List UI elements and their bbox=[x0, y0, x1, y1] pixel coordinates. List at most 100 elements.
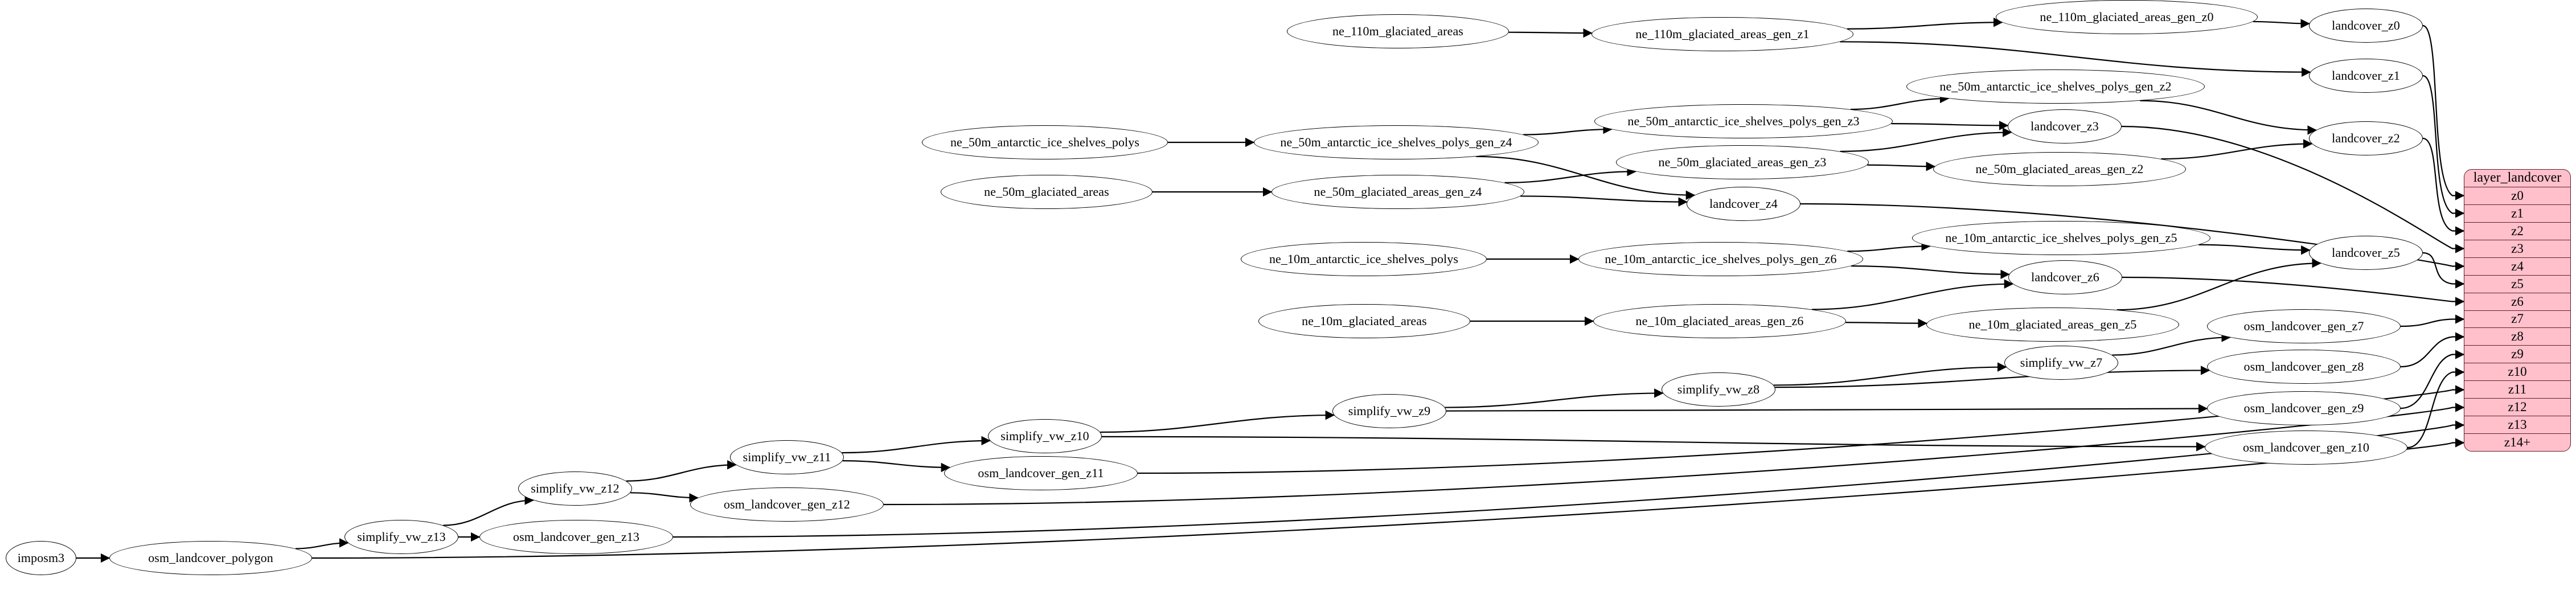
record-row-z6[interactable]: z6 bbox=[2464, 293, 2570, 311]
node-label: landcover_z2 bbox=[2332, 131, 2400, 145]
graph-node-ne_50m_antarctic_ice_shelves_polys_gen_z2[interactable]: ne_50m_antarctic_ice_shelves_polys_gen_z… bbox=[1906, 69, 2205, 104]
graph-node-ne_50m_antarctic_ice_shelves_polys_gen_z3[interactable]: ne_50m_antarctic_ice_shelves_polys_gen_z… bbox=[1594, 104, 1893, 138]
node-label: osm_landcover_gen_z11 bbox=[978, 466, 1104, 480]
edge-ne_50m_antarctic_ice_shelves_polys_gen_z4--to--ne_50m_antarctic_ice_shelves_polys_gen_z3 bbox=[1523, 124, 1613, 136]
graph-node-ne_10m_antarctic_ice_shelves_polys_gen_z6[interactable]: ne_10m_antarctic_ice_shelves_polys_gen_z… bbox=[1578, 242, 1863, 276]
graph-node-simplify_vw_z7[interactable]: simplify_vw_z7 bbox=[2004, 346, 2118, 380]
graph-node-osm_landcover_gen_z13[interactable]: osm_landcover_gen_z13 bbox=[479, 520, 673, 554]
graph-node-osm_landcover_gen_z12[interactable]: osm_landcover_gen_z12 bbox=[690, 487, 884, 522]
graph-node-landcover_z5[interactable]: landcover_z5 bbox=[2309, 236, 2423, 270]
node-label: ne_10m_glaciated_areas_gen_z5 bbox=[1968, 317, 2137, 331]
graph-node-simplify_vw_z13[interactable]: simplify_vw_z13 bbox=[344, 520, 458, 554]
record-row-z4[interactable]: z4 bbox=[2464, 258, 2570, 276]
graph-node-osm_landcover_gen_z10[interactable]: osm_landcover_gen_z10 bbox=[2205, 430, 2407, 465]
graph-node-landcover_z6[interactable]: landcover_z6 bbox=[2008, 260, 2122, 294]
node-label: simplify_vw_z9 bbox=[1348, 404, 1431, 418]
edge-landcover_z6--to--layer_landcover-z6 bbox=[2122, 276, 2465, 306]
graph-node-ne_110m_glaciated_areas_gen_z1[interactable]: ne_110m_glaciated_areas_gen_z1 bbox=[1591, 17, 1853, 51]
node-label: ne_50m_glaciated_areas bbox=[984, 184, 1109, 199]
graph-node-osm_landcover_gen_z8[interactable]: osm_landcover_gen_z8 bbox=[2207, 350, 2401, 384]
edge-simplify_vw_z8--to--osm_landcover_gen_z8 bbox=[1775, 366, 2210, 388]
edge-ne_50m_glaciated_areas_gen_z4--to--ne_50m_glaciated_areas_gen_z3 bbox=[1504, 166, 1637, 183]
node-label: simplify_vw_z11 bbox=[743, 450, 831, 464]
edge-landcover_z5--to--layer_landcover-z5 bbox=[2422, 252, 2465, 289]
record-row-z5[interactable]: z5 bbox=[2464, 276, 2570, 293]
node-label: ne_110m_glaciated_areas bbox=[1332, 24, 1463, 38]
graph-node-imposm3[interactable]: imposm3 bbox=[6, 541, 76, 575]
node-label: landcover_z5 bbox=[2332, 245, 2400, 260]
record-row-z12[interactable]: z12 bbox=[2464, 399, 2570, 417]
graph-node-landcover_z0[interactable]: landcover_z0 bbox=[2309, 9, 2423, 43]
graph-node-ne_10m_antarctic_ice_shelves_polys_gen_z5[interactable]: ne_10m_antarctic_ice_shelves_polys_gen_z… bbox=[1912, 221, 2210, 255]
node-label: landcover_z1 bbox=[2332, 68, 2400, 83]
graph-node-ne_10m_antarctic_ice_shelves_polys[interactable]: ne_10m_antarctic_ice_shelves_polys bbox=[1241, 242, 1487, 276]
edge-osm_landcover_gen_z9--to--layer_landcover-z9 bbox=[2400, 350, 2465, 409]
edge-ne_50m_antarctic_ice_shelves_polys_gen_z3--to--ne_50m_antarctic_ice_shelves_polys_gen_z2 bbox=[1850, 93, 1950, 110]
node-label: osm_landcover_gen_z10 bbox=[2242, 440, 2370, 454]
record-row-z10[interactable]: z10 bbox=[2464, 363, 2570, 382]
node-label: ne_110m_glaciated_areas_gen_z1 bbox=[1635, 27, 1810, 41]
record-row-z8[interactable]: z8 bbox=[2464, 328, 2570, 346]
node-label: ne_50m_antarctic_ice_shelves_polys_gen_z… bbox=[1939, 79, 2172, 93]
node-label: osm_landcover_gen_z9 bbox=[2243, 401, 2364, 415]
graph-node-landcover_z2[interactable]: landcover_z2 bbox=[2309, 121, 2423, 155]
edge-osm_landcover_gen_z13--to--layer_landcover-z13 bbox=[672, 420, 2465, 538]
graph-node-simplify_vw_z10[interactable]: simplify_vw_z10 bbox=[988, 419, 1102, 453]
graph-node-ne_50m_antarctic_ice_shelves_polys[interactable]: ne_50m_antarctic_ice_shelves_polys bbox=[922, 125, 1168, 159]
node-label: ne_50m_glaciated_areas_gen_z4 bbox=[1314, 184, 1482, 199]
node-label: ne_10m_antarctic_ice_shelves_polys_gen_z… bbox=[1605, 252, 1837, 266]
record-row-z2[interactable]: z2 bbox=[2464, 223, 2570, 240]
graph-node-simplify_vw_z9[interactable]: simplify_vw_z9 bbox=[1332, 394, 1446, 428]
record-row-z3[interactable]: z3 bbox=[2464, 240, 2570, 258]
graph-node-ne_50m_glaciated_areas_gen_z2[interactable]: ne_50m_glaciated_areas_gen_z2 bbox=[1933, 152, 2186, 186]
graph-node-ne_50m_glaciated_areas_gen_z4[interactable]: ne_50m_glaciated_areas_gen_z4 bbox=[1271, 175, 1524, 209]
graph-node-osm_landcover_gen_z9[interactable]: osm_landcover_gen_z9 bbox=[2207, 391, 2401, 425]
edge-ne_110m_glaciated_areas_gen_z0--to--landcover_z0 bbox=[2253, 19, 2311, 28]
edge-ne_110m_glaciated_areas_gen_z1--to--ne_110m_glaciated_areas_gen_z0 bbox=[1847, 17, 2003, 30]
graph-node-ne_10m_glaciated_areas_gen_z5[interactable]: ne_10m_glaciated_areas_gen_z5 bbox=[1926, 307, 2179, 342]
graph-node-simplify_vw_z8[interactable]: simplify_vw_z8 bbox=[1662, 372, 1775, 407]
graph-node-landcover_z1[interactable]: landcover_z1 bbox=[2309, 59, 2423, 93]
edge-landcover_z0--to--layer_landcover-z0 bbox=[2422, 24, 2465, 200]
graph-node-simplify_vw_z12[interactable]: simplify_vw_z12 bbox=[518, 471, 632, 506]
record-row-z11[interactable]: z11 bbox=[2464, 381, 2570, 399]
edge-ne_110m_glaciated_areas_gen_z1--to--landcover_z1 bbox=[1840, 41, 2311, 77]
edge-simplify_vw_z10--to--osm_landcover_gen_z10 bbox=[1101, 436, 2206, 452]
graph-node-simplify_vw_z11[interactable]: simplify_vw_z11 bbox=[730, 440, 844, 474]
record-row-z14plus[interactable]: z14+ bbox=[2504, 435, 2531, 450]
graph-node-ne_50m_glaciated_areas[interactable]: ne_50m_glaciated_areas bbox=[941, 175, 1152, 209]
record-row-z13[interactable]: z13 bbox=[2464, 416, 2570, 434]
edge-osm_landcover_gen_z8--to--layer_landcover-z8 bbox=[2400, 332, 2465, 368]
edge-simplify_vw_z12--to--osm_landcover_gen_z12 bbox=[630, 492, 699, 503]
graph-node-ne_110m_glaciated_areas_gen_z0[interactable]: ne_110m_glaciated_areas_gen_z0 bbox=[1996, 0, 2258, 34]
graph-node-landcover_z3[interactable]: landcover_z3 bbox=[2008, 109, 2122, 143]
record-row-z7[interactable]: z7 bbox=[2464, 311, 2570, 329]
node-label: ne_10m_antarctic_ice_shelves_polys bbox=[1269, 252, 1459, 266]
edge-ne_10m_glaciated_areas_gen_z5--to--landcover_z5 bbox=[2116, 258, 2321, 311]
edge-ne_50m_antarctic_ice_shelves_polys_gen_z3--to--landcover_z3 bbox=[1891, 121, 2009, 130]
record-header: layer_landcover bbox=[2464, 170, 2570, 187]
graph-node-ne_10m_glaciated_areas[interactable]: ne_10m_glaciated_areas bbox=[1258, 304, 1470, 338]
record-row-z9[interactable]: z9 bbox=[2464, 346, 2570, 364]
graph-node-osm_landcover_polygon[interactable]: osm_landcover_polygon bbox=[109, 541, 312, 575]
edge-simplify_vw_z11--to--simplify_vw_z10 bbox=[842, 436, 991, 454]
node-label: simplify_vw_z7 bbox=[2020, 355, 2103, 370]
graph-node-ne_110m_glaciated_areas[interactable]: ne_110m_glaciated_areas bbox=[1287, 14, 1509, 48]
node-label: osm_landcover_gen_z8 bbox=[2243, 359, 2364, 374]
edge-ne_50m_glaciated_areas_gen_z3--to--landcover_z3 bbox=[1840, 128, 2012, 153]
edge-osm_landcover_polygon--to--simplify_vw_z13 bbox=[295, 538, 349, 550]
graph-node-ne_50m_glaciated_areas_gen_z3[interactable]: ne_50m_glaciated_areas_gen_z3 bbox=[1616, 145, 1869, 179]
edge-simplify_vw_z10--to--simplify_vw_z9 bbox=[1100, 410, 1335, 433]
graph-node-landcover_z4[interactable]: landcover_z4 bbox=[1687, 187, 1800, 221]
node-label: osm_landcover_polygon bbox=[148, 551, 273, 565]
graph-node-osm_landcover_gen_z7[interactable]: osm_landcover_gen_z7 bbox=[2207, 309, 2401, 343]
graph-node-ne_50m_antarctic_ice_shelves_polys_gen_z4[interactable]: ne_50m_antarctic_ice_shelves_polys_gen_z… bbox=[1254, 125, 1539, 159]
record-row-z0[interactable]: z0 bbox=[2464, 187, 2570, 205]
edge-osm_landcover_gen_z7--to--layer_landcover-z7 bbox=[2400, 314, 2465, 327]
graph-node-ne_10m_glaciated_areas_gen_z6[interactable]: ne_10m_glaciated_areas_gen_z6 bbox=[1593, 304, 1846, 338]
node-label: landcover_z6 bbox=[2031, 270, 2099, 284]
record-row-z1[interactable]: z1 bbox=[2464, 205, 2570, 223]
graph-node-osm_landcover_gen_z11[interactable]: osm_landcover_gen_z11 bbox=[944, 456, 1138, 490]
